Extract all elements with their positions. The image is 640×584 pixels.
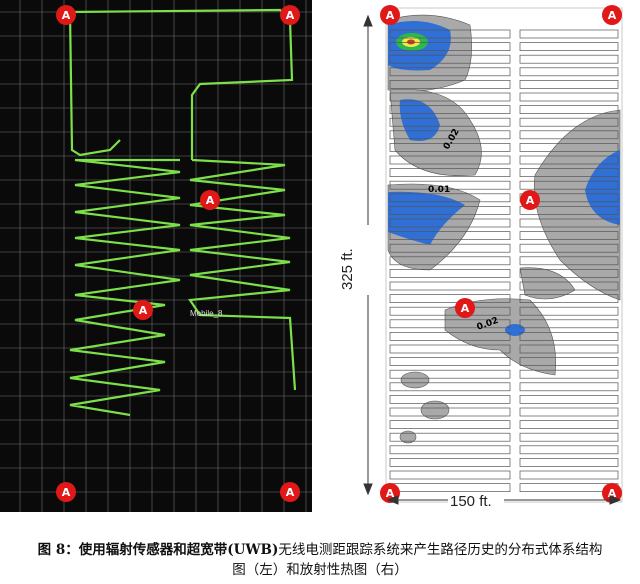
- anchor-marker: A: [380, 5, 400, 25]
- anchor-marker: A: [455, 298, 475, 318]
- caption-line1: 无线电测距跟踪系统来产生路径历史的分布式体系结构: [278, 542, 603, 558]
- mobile-label: Mobile_8: [190, 309, 223, 318]
- caption-line2: 图（左）和放射性热图（右）: [232, 562, 408, 578]
- height-label: 325 ft.: [339, 248, 356, 290]
- anchor-marker: A: [602, 483, 622, 503]
- svg-text:A: A: [608, 487, 617, 500]
- svg-text:A: A: [608, 9, 617, 22]
- anchor-marker: A: [602, 5, 622, 25]
- anchor-marker: A: [133, 300, 153, 320]
- anchor-marker: A: [200, 190, 220, 210]
- svg-text:A: A: [62, 9, 71, 22]
- svg-text:A: A: [286, 486, 295, 499]
- width-label: 150 ft.: [450, 493, 492, 510]
- tracking-path: [68, 8, 297, 417]
- contour-label: 0.01: [428, 185, 450, 195]
- svg-text:A: A: [286, 9, 295, 22]
- anchor-marker: A: [56, 482, 76, 502]
- anchor-marker: A: [280, 5, 300, 25]
- svg-text:A: A: [139, 304, 148, 317]
- svg-text:A: A: [386, 9, 395, 22]
- svg-text:A: A: [206, 194, 215, 207]
- floorplan-path-map: A A A A A A Mobile_8: [0, 0, 312, 512]
- figure-caption: 图 8：使用辐射传感器和超宽带(UWB)无线电测距跟踪系统来产生路径历史的分布式…: [0, 540, 640, 580]
- svg-text:A: A: [461, 302, 470, 315]
- anchor-marker: A: [56, 5, 76, 25]
- svg-text:A: A: [62, 486, 71, 499]
- svg-text:A: A: [526, 194, 535, 207]
- caption-bold: 图 8：使用辐射传感器和超宽带(UWB): [37, 542, 279, 558]
- anchor-marker: A: [280, 482, 300, 502]
- anchor-marker: A: [520, 190, 540, 210]
- svg-text:A: A: [386, 487, 395, 500]
